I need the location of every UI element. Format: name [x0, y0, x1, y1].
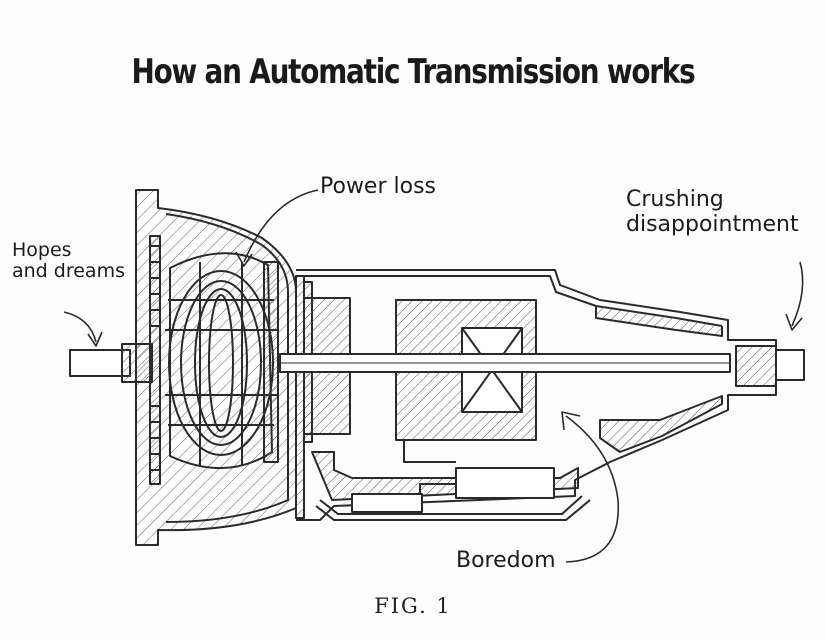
main-shaft: [279, 353, 731, 373]
label-hopes-line-2: and dreams: [12, 260, 125, 283]
bell-housing: [135, 189, 297, 546]
hopes-arrow: [63, 311, 97, 343]
input-shaft: [69, 343, 153, 383]
power-loss-arrow: [243, 189, 319, 263]
hopes-arrow-head: [87, 331, 103, 347]
label-power-loss: Power loss: [320, 174, 437, 199]
boredom-arrow: [565, 415, 620, 563]
boredom-arrow-head: [561, 411, 581, 431]
crushing-arrow: [791, 261, 804, 327]
label-hopes-and-dreams: Hopes and dreams: [12, 239, 125, 283]
label-boredom: Boredom: [456, 548, 556, 573]
oil-pan: [315, 495, 591, 521]
label-crushing-disappointment: Crushing disappointment: [626, 187, 799, 237]
flex-plate: [149, 235, 161, 485]
power-loss-arrow-head: [235, 251, 253, 267]
page-title: How an Automatic Transmission works: [131, 52, 696, 92]
label-crushing-line-2: disappointment: [626, 211, 799, 237]
label-hopes-line-1: Hopes: [12, 239, 72, 261]
figure-caption: FIG. 1: [374, 594, 452, 618]
crushing-arrow-head: [785, 313, 803, 331]
torque-converter: [165, 252, 279, 470]
output-shaft: [735, 345, 805, 387]
valve-body: [311, 440, 579, 513]
label-crushing-line-1: Crushing: [626, 187, 724, 212]
